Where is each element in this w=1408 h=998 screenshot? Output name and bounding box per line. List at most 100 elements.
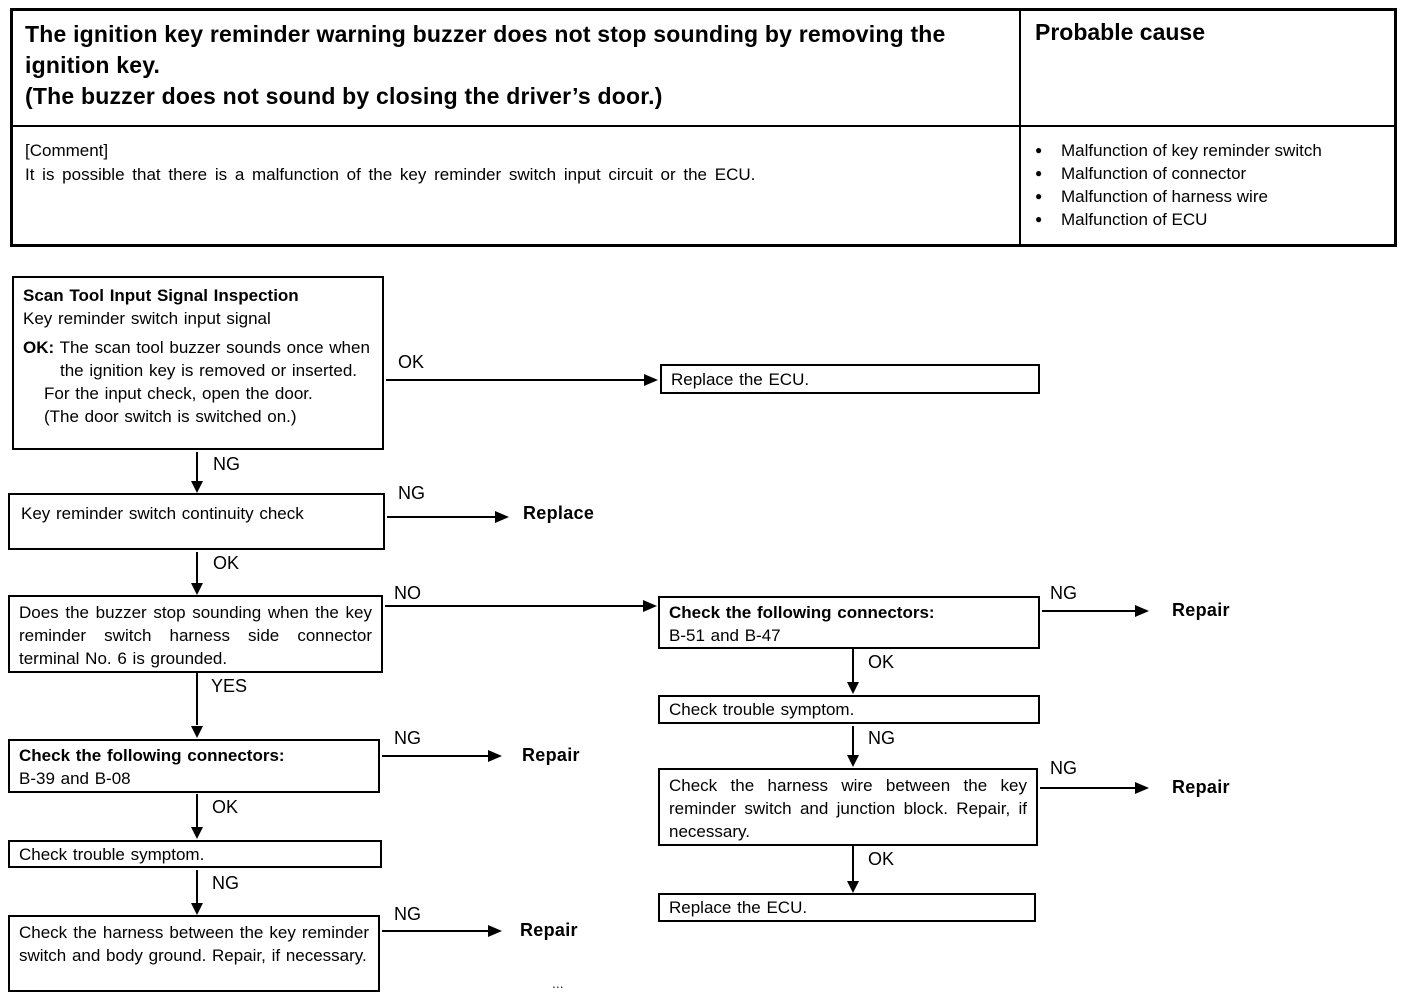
ok-label: OK xyxy=(866,849,897,870)
harness-body-ground-text: Check the harness between the key remind… xyxy=(19,923,369,965)
ok-label: OK xyxy=(210,797,241,818)
yes-label: YES xyxy=(209,676,250,697)
problem-statement: The ignition key reminder warning buzzer… xyxy=(25,19,1010,112)
replace-result: Replace xyxy=(523,503,595,523)
connectors-detail: B-51 and B-47 xyxy=(669,626,781,645)
harness-body-ground-box: Check the harness between the key remind… xyxy=(8,915,380,992)
arrow-ng-down-left xyxy=(196,870,198,904)
arrow-ok-down-left xyxy=(196,794,198,828)
cause-text: Malfunction of connector xyxy=(1061,164,1247,183)
repair-result: Repair xyxy=(1172,600,1230,620)
arrow-ng-down-right xyxy=(852,726,854,756)
scan-tool-note-2: (The door switch is switched on.) xyxy=(44,407,297,426)
arrow-head-icon xyxy=(191,481,203,493)
ng-label: NG xyxy=(392,904,423,925)
arrow-head-icon xyxy=(488,750,502,762)
arrow-yes-down xyxy=(196,673,198,725)
arrow-head-icon xyxy=(847,755,859,767)
trouble-symptom-text: Check trouble symptom. xyxy=(19,844,205,864)
cause-item: ● Malfunction of ECU xyxy=(1035,208,1395,231)
arrow-head-icon xyxy=(643,600,657,612)
ng-label: NG xyxy=(211,454,242,475)
buzzer-question-box: Does the buzzer stop sounding when the k… xyxy=(8,595,383,673)
arrow-head-icon xyxy=(847,682,859,694)
probable-cause-title: Probable cause xyxy=(1035,19,1206,45)
replace-ecu-box-top: Replace the ECU. xyxy=(660,364,1040,394)
ok-label: OK xyxy=(396,352,427,373)
replace-ecu-box-bottom: Replace the ECU. xyxy=(658,893,1036,922)
arrow-ng-to-repair-4 xyxy=(382,930,490,932)
cause-item: ● Malfunction of harness wire xyxy=(1035,185,1395,208)
ng-label: NG xyxy=(866,728,897,749)
cause-text: Malfunction of ECU xyxy=(1061,210,1208,229)
ng-label: NG xyxy=(396,483,427,504)
arrow-ng-down-1 xyxy=(196,452,198,484)
arrow-head-icon xyxy=(191,583,203,595)
arrow-no-to-connectors xyxy=(385,605,645,607)
arrow-head-icon xyxy=(488,925,502,937)
connectors-b39-b08-box: Check the following connectors: B-39 and… xyxy=(8,739,380,793)
bullet-icon: ● xyxy=(1035,143,1043,157)
cause-item: ● Malfunction of connector xyxy=(1035,162,1395,185)
repair-result: Repair xyxy=(522,745,580,765)
arrow-ok-down-right-2 xyxy=(852,846,854,882)
continuity-check-text: Key reminder switch continuity check xyxy=(21,504,304,523)
bullet-icon: ● xyxy=(1035,166,1043,180)
cause-item: ● Malfunction of key reminder switch xyxy=(1035,139,1395,162)
ok-condition-label: OK: xyxy=(23,338,55,357)
ng-label: NG xyxy=(1048,583,1079,604)
scan-tool-inspection-box: Scan Tool Input Signal Inspection Key re… xyxy=(12,276,384,450)
arrow-head-icon xyxy=(495,511,509,523)
arrow-head-icon xyxy=(644,374,658,386)
cause-text: Malfunction of key reminder switch xyxy=(1061,141,1322,160)
arrow-head-icon xyxy=(1135,782,1149,794)
arrow-ok-down-1 xyxy=(196,552,198,584)
scan-artifact: ... xyxy=(552,975,564,991)
continuity-check-box: Key reminder switch continuity check xyxy=(8,493,385,550)
ng-label: NG xyxy=(210,873,241,894)
arrow-ng-to-repair-1 xyxy=(1042,610,1137,612)
replace-ecu-text: Replace the ECU. xyxy=(671,369,810,389)
harness-junction-text: Check the harness wire between the key r… xyxy=(669,776,1027,841)
header-table: The ignition key reminder warning buzzer… xyxy=(10,8,1397,247)
table-horizontal-divider xyxy=(13,125,1394,127)
replace-ecu-text: Replace the ECU. xyxy=(669,898,808,917)
ng-label: NG xyxy=(1048,758,1079,779)
arrow-head-icon xyxy=(191,903,203,915)
no-label: NO xyxy=(392,583,423,604)
check-trouble-symptom-box-right: Check trouble symptom. xyxy=(658,695,1040,724)
comment-label: [Comment] xyxy=(25,141,109,160)
scan-tool-note-1: For the input check, open the door. xyxy=(44,384,313,403)
arrow-head-icon xyxy=(1135,605,1149,617)
probable-cause-list: ● Malfunction of key reminder switch ● M… xyxy=(1035,139,1395,231)
ok-label: OK xyxy=(211,553,242,574)
problem-line-1: The ignition key reminder warning buzzer… xyxy=(25,21,946,78)
problem-line-2: (The buzzer does not sound by closing th… xyxy=(25,83,663,109)
repair-result: Repair xyxy=(520,920,578,940)
arrow-ng-to-repair-2 xyxy=(1040,787,1137,789)
connectors-title: Check the following connectors: xyxy=(669,603,935,622)
check-trouble-symptom-box-left: Check trouble symptom. xyxy=(8,840,382,868)
ok-label: OK xyxy=(866,652,897,673)
repair-result: Repair xyxy=(1172,777,1230,797)
comment-block: [Comment] It is possible that there is a… xyxy=(25,139,995,187)
comment-text: It is possible that there is a malfuncti… xyxy=(25,165,756,184)
arrow-head-icon xyxy=(191,827,203,839)
connectors-b51-b47-box: Check the following connectors: B-51 and… xyxy=(658,596,1040,649)
harness-junction-block-box: Check the harness wire between the key r… xyxy=(658,768,1038,846)
arrow-ng-to-replace xyxy=(387,516,497,518)
table-vertical-divider xyxy=(1019,11,1021,244)
arrow-head-icon xyxy=(191,726,203,738)
arrow-ok-to-replace-ecu xyxy=(386,379,646,381)
connectors-title: Check the following connectors: xyxy=(19,746,285,765)
ng-label: NG xyxy=(392,728,423,749)
cause-text: Malfunction of harness wire xyxy=(1061,187,1268,206)
scan-tool-ok-condition: OK: The scan tool buzzer sounds once whe… xyxy=(23,336,373,382)
scan-tool-title: Scan Tool Input Signal Inspection xyxy=(23,286,299,305)
bullet-icon: ● xyxy=(1035,212,1043,226)
ok-condition-text: The scan tool buzzer sounds once when th… xyxy=(59,338,370,380)
scan-tool-subtitle: Key reminder switch input signal xyxy=(23,309,271,328)
connectors-detail: B-39 and B-08 xyxy=(19,769,131,788)
arrow-ng-to-repair-3 xyxy=(382,755,490,757)
arrow-ok-down-right xyxy=(852,649,854,683)
